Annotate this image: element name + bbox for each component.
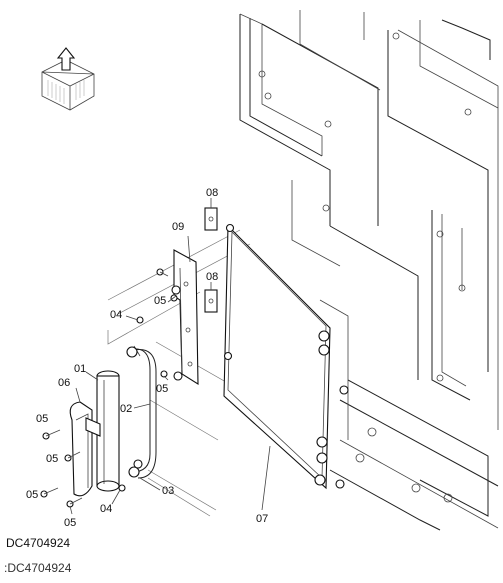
- callout-03: 03: [162, 485, 174, 497]
- dryer-holder: [69, 401, 101, 497]
- callout-06: 06: [58, 377, 70, 389]
- callout-02: 02: [120, 403, 132, 415]
- callout-08: 08: [206, 187, 218, 199]
- refrigerant-pipes: [126, 285, 183, 479]
- callout-05: 05: [154, 295, 166, 307]
- small-brackets: [204, 207, 218, 313]
- exploded-parts-diagram: 01 02 03 04 04 05 05 05 05 05 05 06 07 0…: [26, 10, 499, 531]
- mounting-bracket: [173, 249, 199, 386]
- callout-05: 05: [36, 413, 48, 425]
- callout-07: 07: [256, 513, 268, 525]
- callout-04: 04: [100, 503, 112, 515]
- callout-labels: 01 02 03 04 04 05 05 05 05 05 05 06 07 0…: [26, 187, 268, 529]
- machine-locator-icon: [41, 47, 95, 111]
- machine-frame: [239, 10, 499, 531]
- figure-code: DC4704924: [6, 536, 71, 550]
- callout-09: 09: [172, 221, 184, 233]
- lower-rails: [107, 229, 251, 517]
- figure-caption: :DC4704924: [4, 561, 72, 575]
- condenser-core: [223, 223, 349, 490]
- callout-08: 08: [206, 271, 218, 283]
- callout-04: 04: [110, 309, 122, 321]
- leader-lines: [69, 198, 271, 515]
- callout-05: 05: [64, 517, 76, 529]
- callout-05: 05: [46, 453, 58, 465]
- callout-01: 01: [74, 363, 86, 375]
- callout-05: 05: [156, 383, 168, 395]
- receiver-dryer: [96, 370, 120, 492]
- callout-05: 05: [26, 489, 38, 501]
